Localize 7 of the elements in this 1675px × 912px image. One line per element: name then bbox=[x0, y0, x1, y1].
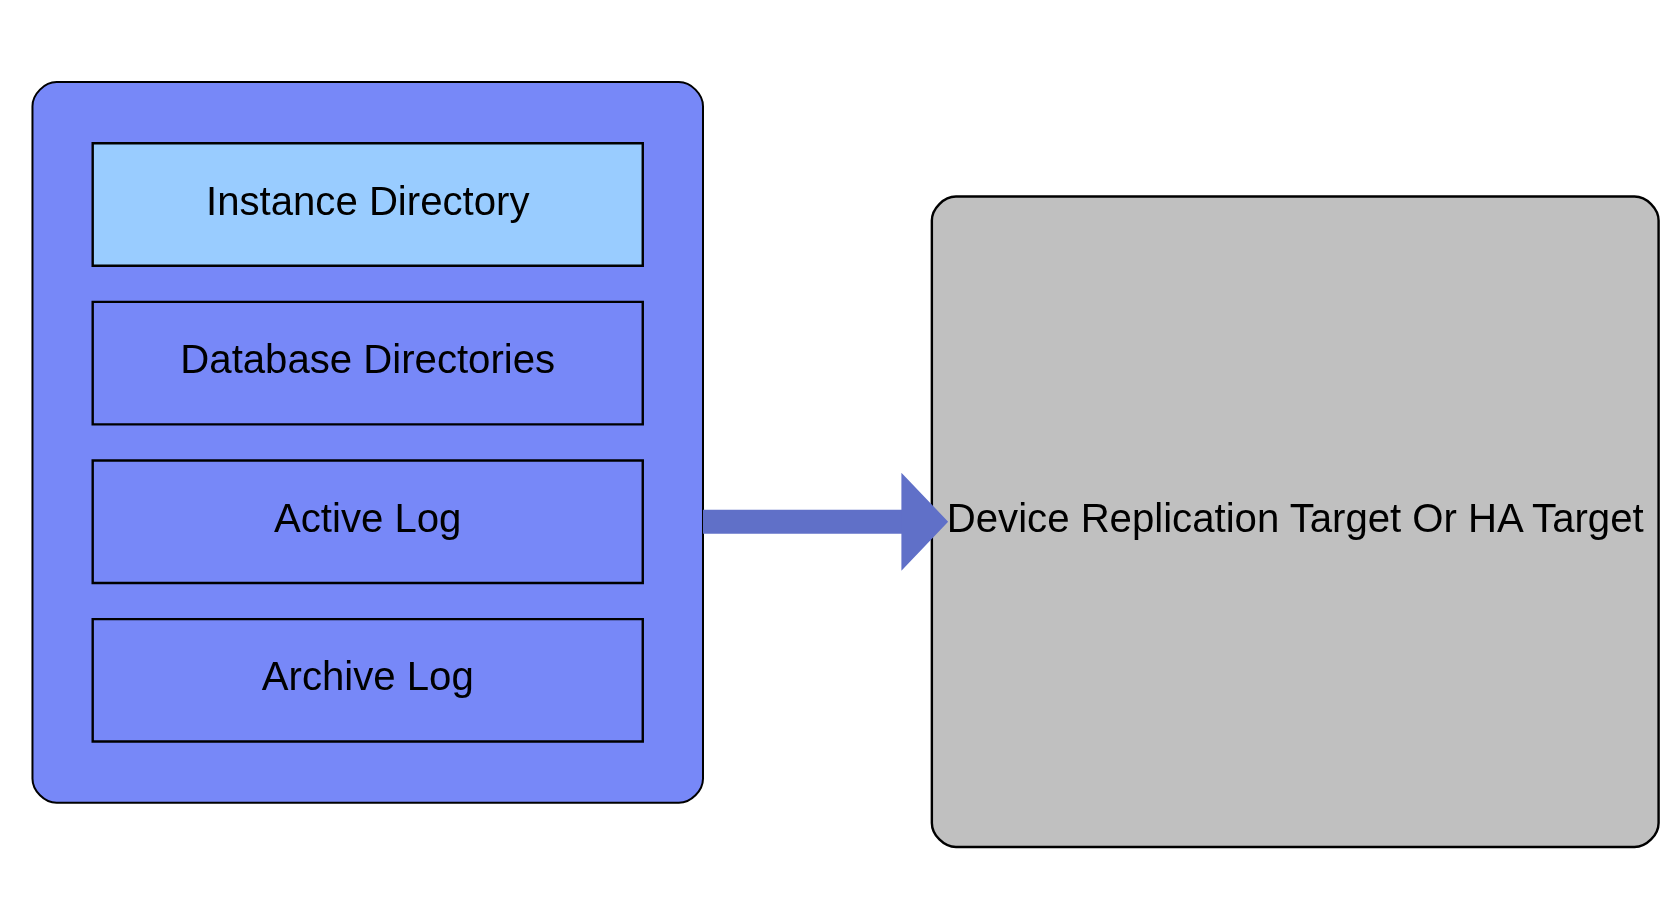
node-box: Instance Directory bbox=[91, 141, 644, 267]
cluster bbox=[31, 80, 704, 804]
node-box: Active Log bbox=[91, 458, 644, 584]
arrow bbox=[703, 472, 949, 571]
node-box: Device Replication Target Or HA Target bbox=[930, 194, 1660, 848]
node-box: Archive Log bbox=[91, 617, 644, 743]
node-box: Database Directories bbox=[91, 300, 644, 426]
